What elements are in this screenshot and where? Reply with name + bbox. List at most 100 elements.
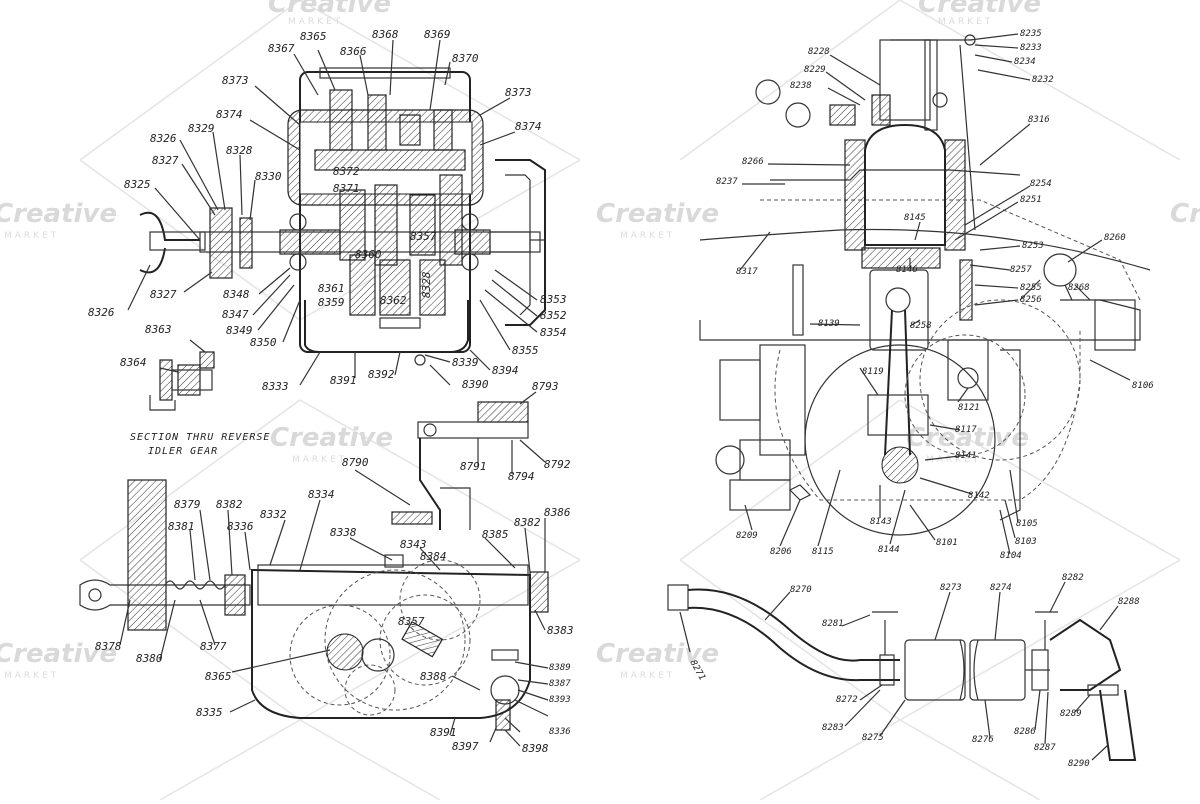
part-label: 8391 <box>430 726 457 739</box>
part-label: 8390 <box>462 378 489 391</box>
gearbox-top-labels: 8365 8366 8368 8369 8367 8370 8373 8374 … <box>88 28 567 393</box>
part-label: 8253 <box>1022 241 1044 251</box>
part-label: 8382 <box>514 516 541 529</box>
watermark-sub: MARKET <box>288 17 343 27</box>
part-label: 8398 <box>522 742 549 755</box>
gearbox-leaders <box>127 39 538 386</box>
part-label: 8258 <box>910 321 932 331</box>
part-label: 8794 <box>508 470 535 483</box>
watermark-brand: Creative <box>1170 199 1200 229</box>
part-label: 8391 <box>330 374 357 387</box>
part-label: 8790 <box>342 456 369 469</box>
part-label: 8793 <box>532 380 559 393</box>
part-label: 8328 <box>420 271 433 298</box>
part-label: 8119 <box>862 367 884 377</box>
part-label: 8368 <box>372 28 399 41</box>
part-label: 8357 <box>398 615 425 628</box>
part-label: 8209 <box>736 531 758 541</box>
part-label: 8367 <box>268 42 295 55</box>
part-label: 8121 <box>958 403 980 413</box>
part-label: 8139 <box>818 319 840 329</box>
part-label: 8382 <box>216 498 243 511</box>
part-label: 8364 <box>120 356 147 369</box>
part-label: 8349 <box>226 324 253 337</box>
part-label: 8234 <box>1014 57 1036 67</box>
watermark-sub: MARKET <box>620 231 675 241</box>
part-label: 8272 <box>836 695 858 705</box>
part-label: 8374 <box>216 108 243 121</box>
part-label: 8397 <box>452 740 479 753</box>
part-label: 8325 <box>124 178 151 191</box>
watermark-lines <box>79 0 1181 801</box>
part-label: 8275 <box>862 733 884 743</box>
part-label: 8359 <box>318 296 345 309</box>
part-label: 8362 <box>380 294 407 307</box>
part-label: 8283 <box>822 723 844 733</box>
part-label: 8229 <box>804 65 826 75</box>
part-label: 8260 <box>1104 233 1126 243</box>
part-label: 8357 <box>410 230 437 243</box>
steering-labels: 8334 8379 8382 8381 8336 8332 8338 8343 … <box>95 488 574 755</box>
part-label: 8142 <box>968 491 990 501</box>
part-label: 8372 <box>333 165 360 178</box>
part-label: 8384 <box>420 550 447 563</box>
part-label: 8791 <box>460 460 487 473</box>
part-label: 8326 <box>150 132 177 145</box>
part-label: 8251 <box>1020 195 1042 205</box>
part-label: 8329 <box>188 122 215 135</box>
part-label: 8339 <box>452 356 479 369</box>
part-label: 8360 <box>355 248 382 261</box>
part-label: 8343 <box>400 538 427 551</box>
part-label: 8268 <box>1068 283 1090 293</box>
part-label: 8365 <box>300 30 327 43</box>
part-label: 8338 <box>330 526 357 539</box>
watermark-sub: MARKET <box>620 671 675 681</box>
watermark-sub: MARKET <box>4 231 59 241</box>
part-label: 8366 <box>340 45 367 58</box>
part-label: 8336 <box>549 727 571 737</box>
idler-caption: IDLER GEAR <box>148 446 218 457</box>
part-label: 8101 <box>936 538 958 548</box>
part-label: 8103 <box>1015 537 1037 547</box>
watermark-sub: MARKET <box>926 455 981 465</box>
part-label: 8317 <box>736 267 758 277</box>
part-label: 8385 <box>482 528 509 541</box>
part-label: 8371 <box>333 182 360 195</box>
part-label: 8327 <box>150 288 177 301</box>
steering-gear-drawing <box>79 479 549 731</box>
part-label: 8377 <box>200 640 227 653</box>
part-label: 8334 <box>308 488 335 501</box>
part-label: 8373 <box>222 74 249 87</box>
gearbox-section-drawing <box>139 67 546 366</box>
part-label: 8104 <box>1000 551 1022 561</box>
engine-labels: 8235 8233 8234 8232 8228 8229 8238 8316 … <box>716 29 1154 561</box>
part-label: 8374 <box>515 120 542 133</box>
part-label: 8237 <box>716 177 738 187</box>
exhaust-labels: 8270 8273 8274 8282 8288 8281 8271 8272 … <box>687 573 1139 769</box>
part-label: 8276 <box>972 735 994 745</box>
part-label: 8145 <box>904 213 926 223</box>
part-label: 8333 <box>262 380 289 393</box>
part-label: 8281 <box>822 619 844 629</box>
exhaust-leaders <box>679 581 1119 761</box>
idler-labels: 8363 8364 SECTION THRU REVERSE IDLER GEA… <box>120 323 269 457</box>
watermark-brand: Creative <box>596 199 719 229</box>
steering-leaders <box>119 499 549 747</box>
part-label: 8316 <box>1028 115 1050 125</box>
part-label: 8273 <box>940 583 962 593</box>
part-label: 8394 <box>492 364 519 377</box>
exhaust-drawing <box>667 584 1137 761</box>
part-label: 8143 <box>870 517 892 527</box>
watermark-sub: MARKET <box>938 17 993 27</box>
engine-leaders <box>739 33 1131 555</box>
watermark-brand: Creative <box>0 639 117 669</box>
part-label: 8373 <box>505 86 532 99</box>
part-label: 8379 <box>174 498 201 511</box>
part-label: 8378 <box>95 640 122 653</box>
part-label: 8380 <box>136 652 163 665</box>
part-label: 8347 <box>222 308 249 321</box>
part-label: 8335 <box>196 706 223 719</box>
part-label: 8144 <box>878 545 900 555</box>
part-label: 8354 <box>540 326 567 339</box>
pedal-labels: 8793 8790 8791 8794 8792 <box>342 380 571 483</box>
